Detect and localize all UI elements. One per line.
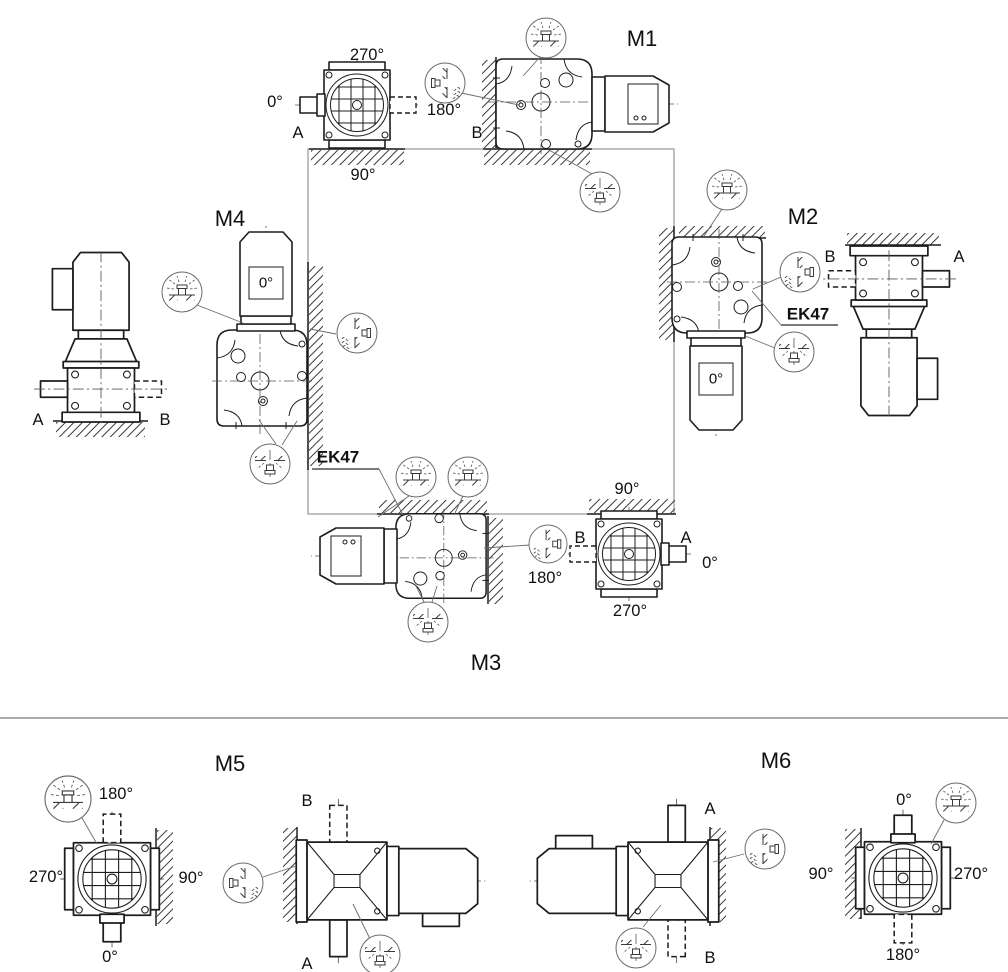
breather-plug-icon (161, 271, 203, 313)
m5-angle-180: 180° (98, 784, 134, 803)
m1-angle-0: 0° (267, 92, 283, 111)
m3-motor (310, 527, 398, 585)
m1-shaft-b-label: B (471, 123, 483, 142)
oil-level-plug-icon (336, 312, 378, 354)
m5-view-group (44, 775, 487, 972)
m3-gearbox-front-view (387, 508, 495, 604)
m6-shaft-a-label: A (704, 799, 716, 818)
m3-angle-90: 90° (614, 479, 640, 498)
oil-drain-plug-icon (407, 601, 449, 643)
m3-angle-270: 270° (612, 601, 648, 620)
m5-angle-90: 90° (178, 868, 204, 887)
m1-shaft-a-label: A (292, 123, 304, 142)
m2-gearbox-front-view (666, 228, 768, 342)
m3-shaft-a-label: A (680, 528, 692, 547)
m2-shaft-b-label: B (824, 247, 836, 266)
m4-shaft-b-label: B (159, 410, 171, 429)
m4-motor-angle: 0° (258, 274, 274, 292)
breather-plug-icon (525, 17, 567, 59)
m4-gearbox-front-view (211, 321, 313, 435)
breather-plug-icon (935, 782, 977, 824)
breather-plug-icon (44, 775, 92, 823)
m5-gearbox-end-view (60, 809, 163, 948)
m2-unit-code-label: EK47 (786, 304, 830, 324)
m6-angle-270: 270° (953, 864, 989, 883)
m2-side-view (821, 240, 957, 418)
oil-level-plug-icon (528, 524, 568, 564)
m2-shaft-a-label: A (953, 247, 965, 266)
m1-view-group (295, 17, 679, 213)
oil-drain-plug-icon (579, 171, 621, 213)
m6-view-group (528, 782, 977, 969)
m4-view-group (33, 224, 378, 485)
oil-level-plug-icon (744, 828, 786, 870)
breather-plug-icon (706, 169, 748, 211)
m1-position-label: M1 (626, 26, 658, 51)
m5-position-label: M5 (214, 751, 246, 776)
m5-shaft-b-label: B (301, 791, 313, 810)
m5-angle-270: 270° (28, 867, 64, 886)
oil-drain-plug-icon (773, 331, 815, 373)
oil-drain-plug-icon (615, 927, 657, 969)
m5-shaft-a-label: A (301, 954, 313, 972)
m5-angle-0: 0° (102, 947, 118, 966)
m2-motor-angle: 0° (708, 370, 724, 388)
m3-gearbox-end-view (565, 507, 691, 601)
oil-level-plug-icon (779, 251, 821, 293)
m1-gearbox-front-view (487, 53, 601, 155)
m4-shaft-a-label: A (32, 410, 44, 429)
m1-angle-90: 90° (350, 165, 376, 184)
m3-view-group (310, 456, 691, 643)
m3-unit-code-label: EK47 (316, 447, 360, 467)
m6-shaft-b-label: B (704, 948, 716, 967)
m3-angle-0: 0° (702, 553, 718, 572)
m6-angle-90: 90° (808, 864, 834, 883)
m4-position-label: M4 (214, 206, 246, 231)
m6-angle-0: 0° (896, 790, 912, 809)
m2-view-group (659, 169, 957, 438)
m3-angle-180: 180° (527, 568, 563, 587)
breather-plug-icon (395, 456, 437, 498)
m6-gearbox-end-view (851, 810, 954, 949)
m4-side-view (33, 250, 169, 428)
oil-drain-plug-icon (359, 934, 401, 972)
m1-motor (591, 75, 679, 133)
m3-position-label: M3 (470, 650, 502, 675)
m1-angle-270: 270° (349, 45, 385, 64)
m1-gearbox-end-view (295, 58, 421, 152)
m6-position-label: M6 (760, 748, 792, 773)
oil-level-plug-icon (424, 62, 466, 104)
m2-position-label: M2 (787, 204, 819, 229)
m3-shaft-b-label: B (574, 528, 586, 547)
m1-angle-180: 180° (426, 100, 462, 119)
oil-drain-plug-icon (249, 443, 291, 485)
m6-angle-180: 180° (885, 945, 921, 964)
oil-level-plug-icon (222, 862, 264, 904)
breather-plug-icon (447, 456, 489, 498)
